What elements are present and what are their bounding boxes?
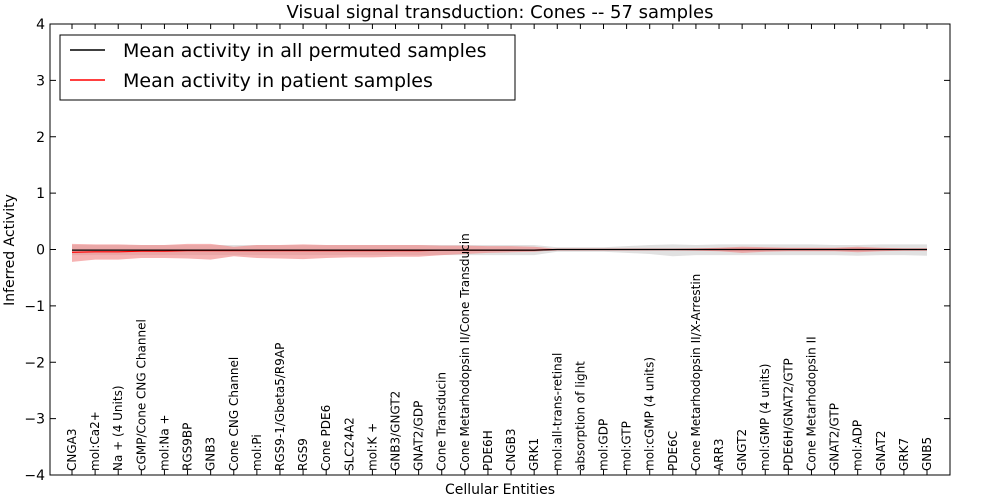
x-category-label: mol:GTP: [620, 421, 634, 471]
x-category-label: GNB3/GNGT2: [389, 391, 403, 471]
x-category-label: RGS9-1/Gbeta5/R9AP: [273, 343, 287, 471]
x-category-label: mol:ADP: [851, 420, 865, 471]
x-category-label: Na + (4 Units): [111, 385, 125, 471]
x-category-label: PDE6H: [481, 430, 495, 471]
x-category-label: mol:K +: [365, 423, 379, 471]
legend-box: [59, 34, 516, 101]
y-axis: 4 3 2 1 0 −1 −2 −3 −4: [24, 17, 950, 484]
chart-title: Visual signal transduction: Cones -- 57 …: [286, 2, 713, 23]
x-category-label: cGMP/Cone CNG Channel: [134, 319, 148, 471]
y-tick-label: −4: [24, 468, 45, 484]
legend-label-permuted: Mean activity in all permuted samples: [123, 40, 486, 62]
y-tick-label: −1: [24, 299, 45, 315]
x-category-label: mol:all-trans-retinal: [550, 353, 564, 471]
x-axis: CNGA3 mol:Ca2+ Na + (4 Units) cGMP/Cone CNG…: [65, 24, 934, 475]
x-category-label: Cone CNG Channel: [227, 357, 241, 471]
y-tick-label: 3: [36, 73, 45, 89]
band-series-1: [72, 243, 927, 262]
x-category-label: Cone Metarhodopsin II/Cone Transducin: [458, 233, 472, 471]
x-category-label: GRK1: [527, 438, 541, 471]
x-category-label: PDE6C: [666, 431, 680, 471]
x-category-label: mol:cGMP (4 units): [643, 357, 657, 471]
x-category-label: mol:GDP: [597, 419, 611, 471]
x-category-label: ARR3: [712, 438, 726, 471]
x-axis-label: Cellular Entities: [445, 482, 555, 498]
y-tick-label: 2: [36, 130, 45, 146]
legend-label-patient: Mean activity in patient samples: [123, 70, 433, 92]
x-category-label: GNAT2/GTP: [828, 403, 842, 471]
x-category-label: CNGA3: [65, 429, 79, 472]
x-category-label: RGS9BP: [181, 423, 195, 471]
x-category-label: mol:GMP (4 units): [758, 364, 772, 471]
x-category-label: Cone PDE6: [319, 405, 333, 471]
x-category-label: SLC24A2: [342, 417, 356, 471]
x-category-label: RGS9: [296, 438, 310, 471]
y-tick-label: 1: [36, 186, 45, 202]
y-tick-label: −3: [24, 412, 45, 428]
y-tick-label: 4: [36, 17, 45, 33]
series-lines: [71, 248, 927, 253]
x-category-label: mol:Pi: [250, 434, 264, 471]
x-category-label: GRK7: [897, 438, 911, 471]
x-category-label: GNAT2/GDP: [412, 401, 426, 471]
x-category-label: GNAT2: [874, 430, 888, 471]
legend: Mean activity in all permuted samples Me…: [59, 34, 516, 101]
y-tick-label: −2: [24, 355, 45, 371]
x-category-label: GNGT2: [735, 429, 749, 471]
x-category-label: Cone Metarhodopsin II/X-Arrestin: [689, 274, 703, 471]
y-tick-label: 0: [36, 243, 45, 259]
x-category-label: PDE6H/GNAT2/GTP: [781, 358, 795, 471]
y-axis-label: Inferred Activity: [2, 194, 18, 306]
x-category-label: Cone Transducin: [435, 372, 449, 471]
x-category-label: CNGB3: [504, 428, 518, 471]
x-category-label: Cone Metarhodopsin II: [805, 336, 819, 471]
line-series-0: [72, 248, 927, 251]
x-category-label: absorption of light: [573, 361, 587, 471]
x-category-label: GNB5: [920, 437, 934, 471]
confidence-bands: [72, 243, 927, 262]
x-category-label: mol:Ca2+: [88, 411, 102, 471]
x-category-label: mol:Na +: [157, 414, 171, 471]
x-category-label: GNB3: [204, 437, 218, 471]
